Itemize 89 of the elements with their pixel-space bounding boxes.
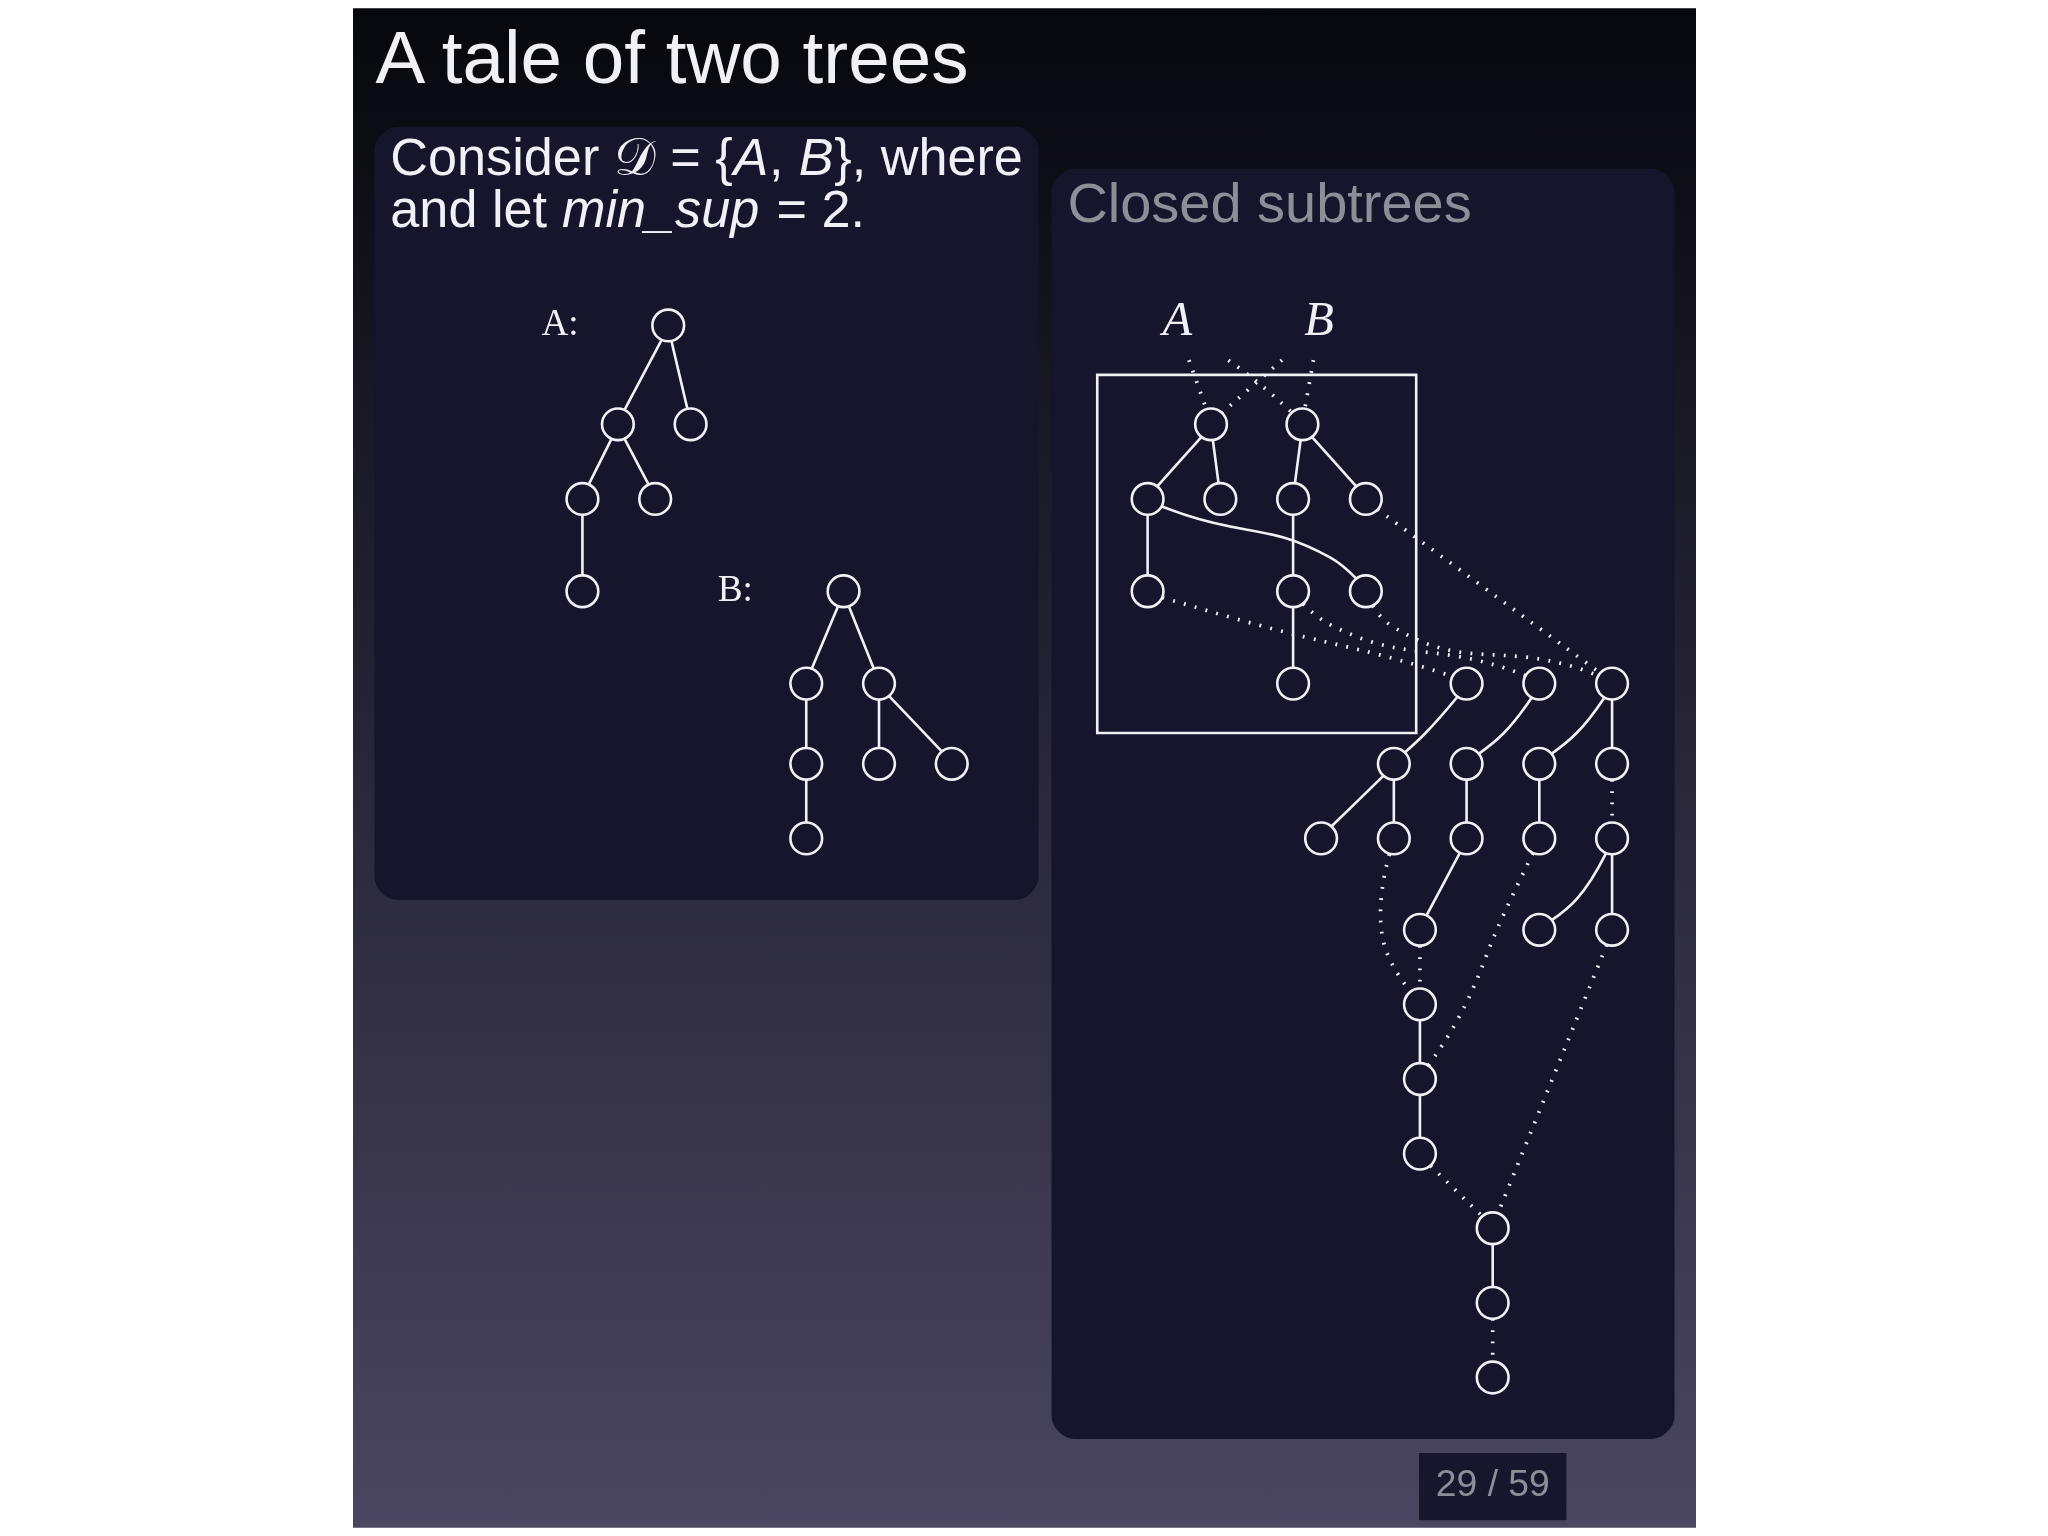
node-circle: [1521, 746, 1556, 781]
connector: [1291, 607, 1294, 668]
node-circle: [1475, 1360, 1510, 1395]
connector: [1403, 695, 1458, 754]
node-circle: [861, 746, 896, 781]
node-circle: [1402, 987, 1437, 1022]
label: A:: [540, 301, 579, 343]
node-circle: [1594, 746, 1629, 781]
connector: [1477, 697, 1532, 755]
connector: [810, 605, 839, 670]
connector: [1537, 780, 1541, 823]
node-circle: [1448, 746, 1484, 781]
node-circle: [564, 481, 600, 517]
node-circle: [1448, 666, 1484, 701]
connector: [804, 699, 808, 748]
node-text: B: [1303, 292, 1334, 346]
node-circle: [1376, 746, 1411, 781]
node-text: A: [1162, 292, 1192, 346]
connector: [847, 606, 875, 669]
label: B:: [717, 567, 753, 609]
connector: [1418, 1095, 1421, 1138]
node-circle: [861, 666, 896, 701]
node-circle: [1402, 1061, 1437, 1097]
connector: [1211, 440, 1220, 483]
node-circle: [1475, 1285, 1510, 1321]
connector: [1310, 436, 1357, 488]
connector: [1464, 780, 1468, 823]
node-circle: [788, 821, 823, 856]
connector: [1425, 852, 1461, 916]
connector: [1392, 780, 1395, 823]
node-circle: [637, 481, 672, 517]
connector: [1293, 440, 1302, 483]
connector: [1330, 775, 1384, 827]
connector: [1291, 515, 1294, 576]
node-circle: [934, 746, 969, 781]
connector: [1155, 436, 1202, 488]
connector: [1145, 515, 1149, 576]
diagram-title: A tale of two trees: [374, 14, 968, 99]
node-circle: [1202, 481, 1237, 517]
connector: [1428, 1164, 1483, 1218]
node-circle: [1475, 1211, 1510, 1246]
node-circle: [825, 574, 861, 609]
connector: [669, 341, 689, 409]
connector: [1220, 358, 1283, 415]
connector: [1490, 1244, 1494, 1287]
connector: [580, 515, 584, 576]
connector: [877, 699, 880, 748]
node-circle: [672, 407, 708, 442]
connector: [804, 780, 808, 823]
connector: [1161, 505, 1357, 580]
node-circle: [1402, 912, 1437, 947]
node-circle: [1275, 574, 1310, 609]
node-circle: [1348, 574, 1383, 609]
connector: [587, 438, 613, 485]
node-circle: [1402, 1136, 1437, 1171]
node-circle: [650, 308, 685, 343]
node-circle: [1376, 821, 1411, 856]
node-circle: [1594, 666, 1629, 701]
node-circle: [1193, 407, 1228, 442]
node-circle: [1129, 481, 1165, 517]
connector: [1418, 1020, 1421, 1063]
node-circle: [1521, 821, 1556, 856]
node-circle: [1594, 912, 1629, 947]
node-circle: [1284, 407, 1320, 442]
connector: [1301, 602, 1526, 678]
label: 29 / 59: [1435, 1461, 1550, 1504]
connector: [887, 695, 943, 753]
node-circle: [1303, 821, 1338, 856]
node-circle: [564, 574, 600, 609]
node-circle: [788, 746, 823, 781]
connector: [1550, 852, 1607, 921]
node-circle: [1275, 666, 1310, 701]
node-circle: [1275, 481, 1310, 517]
node-circle: [1521, 912, 1556, 947]
node-circle: [788, 666, 823, 701]
node-circle: [1594, 821, 1629, 856]
connector: [1302, 359, 1315, 409]
connector: [1226, 358, 1292, 414]
connector: [1426, 852, 1535, 1067]
node-circle: [1129, 574, 1165, 609]
node-circle: [1448, 821, 1484, 856]
connector: [1550, 697, 1605, 755]
node-circle: [600, 407, 635, 442]
node-circle: [1521, 666, 1556, 701]
connector: [623, 438, 650, 485]
connector: [1610, 699, 1613, 748]
connector: [1610, 854, 1613, 914]
node-circle: [1348, 481, 1383, 517]
connector: [623, 339, 662, 410]
